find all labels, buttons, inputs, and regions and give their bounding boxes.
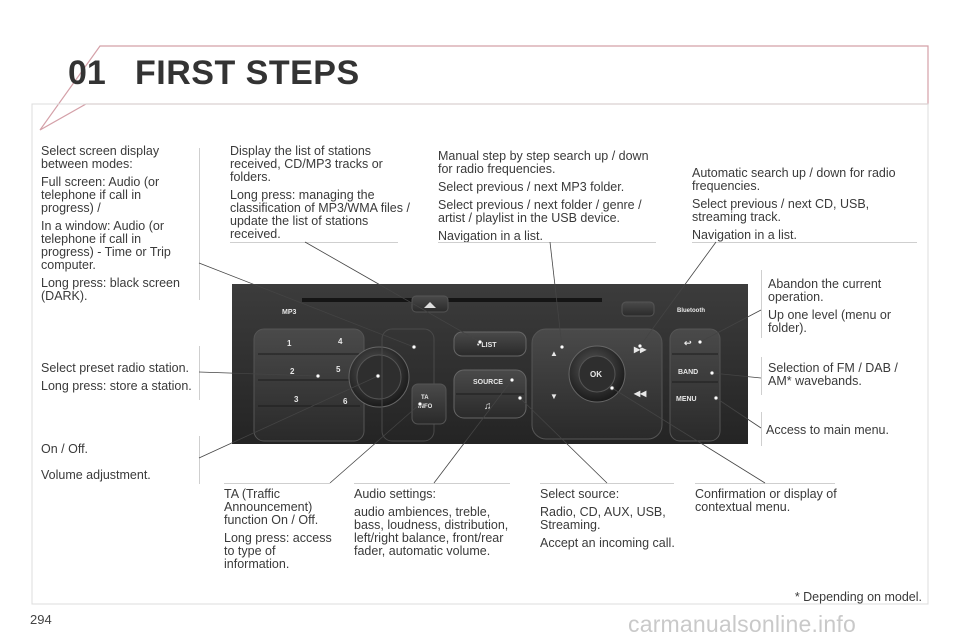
music-note-icon: ♫	[484, 401, 492, 412]
preset-block[interactable]	[253, 328, 365, 442]
band-label: BAND	[678, 369, 698, 376]
menu-label: MENU	[676, 396, 697, 403]
callout-manual-search: Manual step by step search up / down for…	[438, 149, 649, 243]
callout-screen-display: Select screen display between modes:Full…	[41, 144, 180, 303]
preset-3: 3	[294, 395, 299, 404]
rewind-icon: ◀◀	[633, 389, 647, 398]
mp3-label: MP3	[282, 309, 297, 316]
up-arrow-icon: ▲	[550, 349, 558, 358]
back-icon: ↩	[684, 338, 692, 348]
right-button-block[interactable]	[669, 328, 721, 442]
callout-band: Selection of FM / DAB / AM* wavebands.	[768, 361, 898, 388]
watermark: carmanualsonline.info	[628, 611, 856, 637]
forward-icon: ▶▶	[633, 345, 647, 354]
preset-6: 6	[343, 397, 348, 406]
info-label: INFO	[418, 404, 433, 410]
callout-audio: Audio settings:audio ambiences, treble, …	[354, 487, 509, 558]
ok-label: OK	[590, 370, 602, 379]
page-number: 294	[30, 612, 52, 627]
cd-slot-button[interactable]	[621, 301, 655, 317]
down-arrow-icon: ▼	[550, 392, 558, 401]
preset-1: 1	[287, 339, 292, 348]
preset-2: 2	[290, 367, 295, 376]
callout-source: Select source:Radio, CD, AUX, USB, Strea…	[540, 487, 675, 550]
chapter-number: 01	[68, 54, 106, 92]
footnote: * Depending on model.	[794, 590, 922, 604]
callout-auto-search: Automatic search up / down for radio fre…	[692, 166, 896, 242]
list-label: • LIST	[477, 342, 497, 349]
bluetooth-label: Bluetooth	[677, 308, 705, 314]
callout-menu: Access to main menu.	[766, 423, 889, 437]
callout-confirm: Confirmation or display of contextual me…	[695, 487, 837, 514]
chapter-title: FIRST STEPS	[135, 54, 360, 92]
callout-preset: Select preset radio station.Long press: …	[41, 361, 192, 393]
ta-label: TA	[421, 395, 429, 401]
callout-ta: TA (Traffic Announcement) function On / …	[224, 487, 332, 571]
source-label: SOURCE	[473, 379, 503, 386]
preset-5: 5	[336, 365, 341, 374]
preset-4: 4	[338, 337, 343, 346]
control-panel: MP3 Bluetooth 1 4 2 5 3 6 TA INFO • LIST…	[232, 284, 748, 444]
callout-onoff: On / Off.Volume adjustment.	[41, 442, 151, 482]
callout-abandon: Abandon the current operation.Up one lev…	[768, 277, 891, 335]
callout-list: Display the list of stations received, C…	[230, 144, 410, 241]
